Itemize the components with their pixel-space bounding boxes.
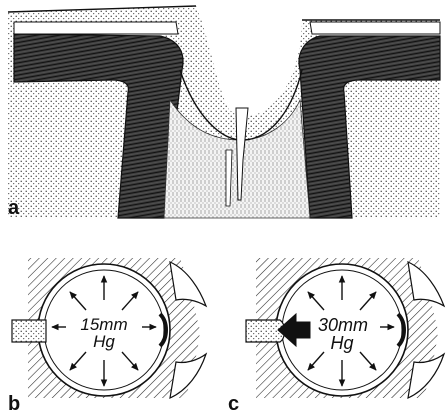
panel-b-pressure-value: 15mm <box>76 316 132 333</box>
panel-label-c: c <box>228 394 239 414</box>
panel-b-pressure-unit: Hg <box>88 333 120 350</box>
panel-b-optic-nerve <box>12 320 46 342</box>
panel-c-pressure-unit: Hg <box>326 334 358 352</box>
panel-a-section-drawing <box>8 6 440 218</box>
panel-b-upper-lid <box>170 262 206 306</box>
panel-label-a: a <box>8 198 19 218</box>
panel-a-left-band <box>14 22 178 34</box>
panel-c-upper-lid <box>408 262 444 306</box>
panel-c-pressure-value: 30mm <box>314 316 372 334</box>
panel-label-b: b <box>8 394 20 414</box>
panel-a-right-band <box>310 22 440 34</box>
